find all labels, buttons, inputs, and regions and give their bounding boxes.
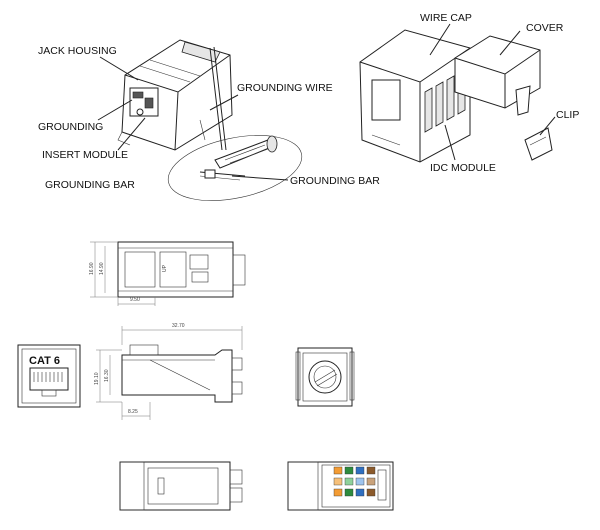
rj45-contacts — [33, 372, 63, 382]
dim-side-height-a: 19.10 — [94, 372, 100, 385]
cat6-label: CAT 6 — [29, 355, 60, 367]
up-marking: UP — [162, 264, 168, 272]
rear-view — [295, 347, 355, 407]
assembled-jack-isometric — [117, 39, 233, 151]
label-clip: CLIP — [556, 109, 579, 121]
dim-top-width: 9.50 — [130, 297, 140, 303]
label-jack-housing: JACK HOUSING — [38, 45, 117, 57]
exploded-jack-isometric — [359, 29, 553, 163]
top-view — [90, 241, 246, 306]
leaders-left — [97, 56, 289, 181]
bottom-view — [119, 461, 243, 511]
dim-side-height-b: 16.30 — [104, 369, 110, 382]
label-insert-module: INSERT MODULE — [42, 149, 128, 161]
dim-top-height-a: 16.90 — [89, 262, 95, 275]
label-grounding-bar-left: GROUNDING BAR — [45, 179, 135, 191]
front-view — [17, 344, 81, 408]
dim-side-offset: 8.25 — [128, 409, 138, 415]
label-idc-module: IDC MODULE — [430, 162, 496, 174]
dim-top-height-b: 14.90 — [99, 262, 105, 275]
label-grounding-bar-right: GROUNDING BAR — [290, 175, 380, 187]
idc-color-slots — [333, 466, 376, 497]
label-grounding-wire: GROUNDING WIRE — [237, 82, 333, 94]
leaders-right — [429, 23, 556, 161]
idc-color-view — [287, 461, 394, 511]
label-cover: COVER — [526, 22, 564, 34]
dim-side-length: 32.70 — [172, 323, 185, 329]
side-view — [96, 326, 243, 420]
label-wire-cap: WIRE CAP — [420, 12, 472, 24]
grounding-bar-detail — [167, 135, 303, 201]
label-grounding: GROUNDING — [38, 121, 103, 133]
